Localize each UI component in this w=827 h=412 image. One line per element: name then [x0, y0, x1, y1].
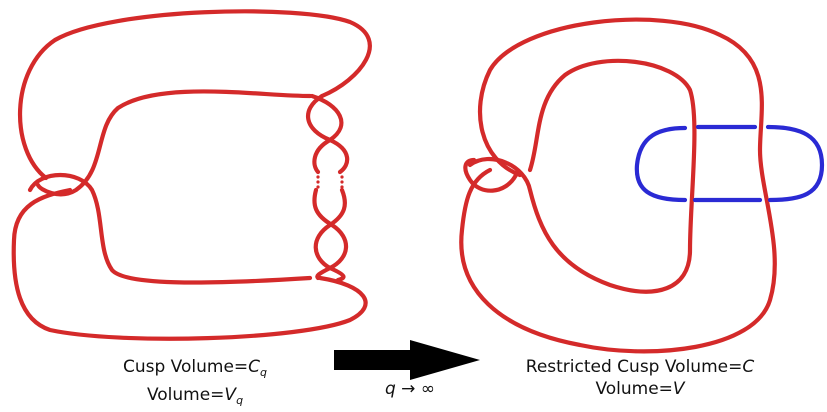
left-caption-volume: Volume=Vq [146, 385, 244, 407]
blue-circle-left [634, 125, 688, 203]
right-caption-volume: Volume=V [595, 379, 685, 399]
right-caption: Restricted Cusp Volume=C Volume=V [500, 356, 780, 400]
blue-circle-right [765, 124, 825, 203]
right-caption-cusp-volume: Restricted Cusp Volume=C [525, 357, 755, 377]
left-knot [11, 9, 372, 341]
right-knot [459, 17, 777, 354]
left-knot-twist-4 [313, 187, 347, 283]
left-caption: Cusp Volume=Cq Volume=Vq [95, 356, 295, 412]
knot-diagram [11, 9, 825, 380]
right-knot-left-link [463, 157, 519, 193]
left-knot-bottom-strand [11, 187, 368, 341]
limit-arrow [334, 340, 480, 380]
blue-circle-component [634, 124, 825, 203]
left-caption-cusp-volume: Cusp Volume=Cq [122, 357, 268, 379]
right-knot-outer-strand [459, 17, 777, 354]
right-knot-inner-strand [467, 58, 697, 294]
left-knot-dotted-gap [316, 175, 344, 189]
left-knot-twist-2 [309, 93, 344, 175]
left-knot-left-loop [27, 172, 313, 285]
arrow-label: q → ∞ [384, 379, 435, 399]
left-knot-inner-top-strand [35, 89, 313, 197]
left-knot-twist-3 [312, 187, 349, 281]
left-knot-top-strand [18, 9, 372, 181]
